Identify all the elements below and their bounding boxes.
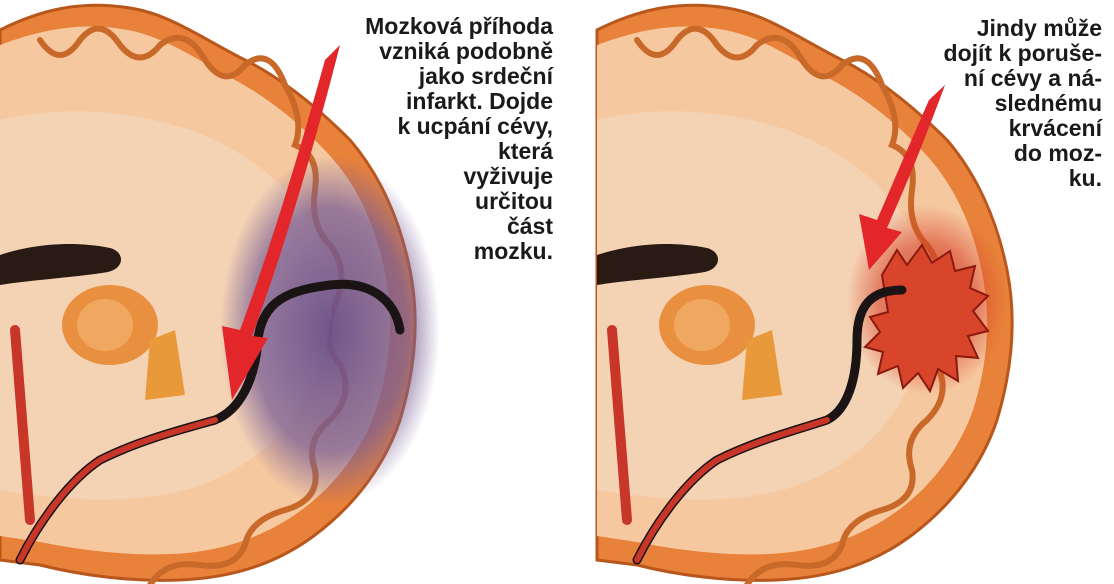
caption-line: ní cévy a ná-: [944, 66, 1102, 91]
caption-line: která: [365, 139, 553, 164]
caption-line: jako srdeční: [365, 64, 553, 89]
caption-line: Mozková příhoda: [365, 14, 553, 39]
caption-line: mozku.: [365, 239, 553, 264]
ischemic-stroke-panel: Mozková příhoda vzniká podobně jako srde…: [0, 0, 557, 584]
caption-line: vzniká podobně: [365, 39, 553, 64]
hemorrhagic-caption: Jindy může dojít k poruše- ní cévy a ná-…: [944, 16, 1102, 191]
hemorrhagic-stroke-panel: Jindy může dojít k poruše- ní cévy a ná-…: [557, 0, 1114, 584]
caption-line: Jindy může: [944, 16, 1102, 41]
caption-line: krvácení: [944, 116, 1102, 141]
putamen: [674, 299, 730, 351]
ischemic-caption: Mozková příhoda vzniká podobně jako srde…: [365, 14, 553, 264]
caption-line: ku.: [944, 166, 1102, 191]
caption-line: infarkt. Dojde: [365, 89, 553, 114]
caption-line: do moz-: [944, 141, 1102, 166]
caption-line: vyživuje: [365, 164, 553, 189]
putamen: [77, 299, 133, 351]
caption-line: část: [365, 214, 553, 239]
caption-line: k ucpání cévy,: [365, 114, 553, 139]
caption-line: určitou: [365, 189, 553, 214]
caption-line: slednému: [944, 91, 1102, 116]
caption-line: dojít k poruše-: [944, 41, 1102, 66]
